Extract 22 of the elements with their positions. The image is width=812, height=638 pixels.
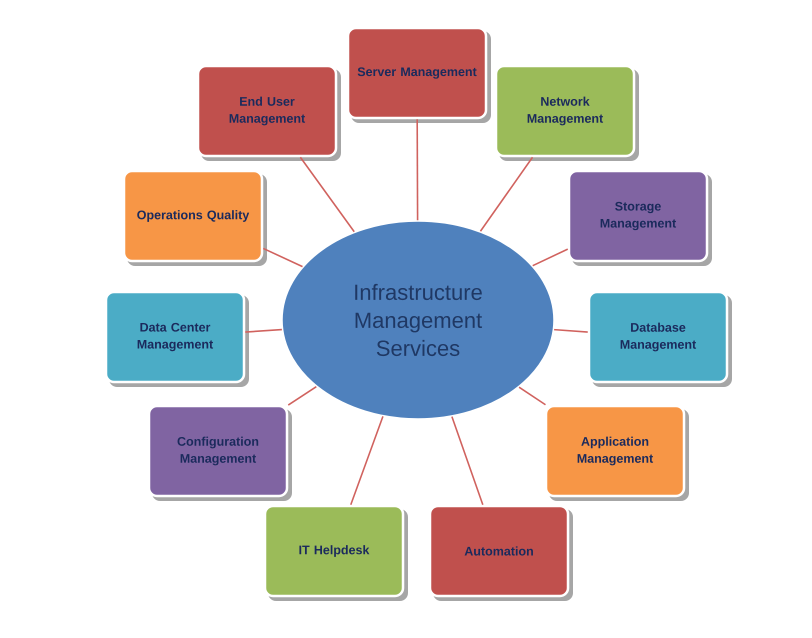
connector-line [518,386,546,406]
connector-line [554,328,588,333]
connector-line [245,328,282,333]
connector-line [350,416,384,506]
connector-line [451,416,484,506]
process-box: Storage Management [568,170,712,266]
process-box: Application Management [544,404,689,501]
connector-line [288,386,317,406]
connector-line [416,119,418,220]
process-box: Data Center Management [104,290,249,387]
process-box: IT Helpdesk [264,504,408,601]
process-box: Automation [428,504,573,601]
process-box: Server Management [346,26,491,123]
process-box: Database Management [588,290,732,387]
connector-line [262,248,303,268]
connector-line [532,248,568,266]
process-box: End User Management [196,64,341,161]
connector-line [300,156,355,232]
connector-line [480,156,534,232]
process-box: Configuration Management [148,404,292,501]
process-box: Operations Quality [122,170,267,266]
process-box: Network Management [494,64,639,161]
